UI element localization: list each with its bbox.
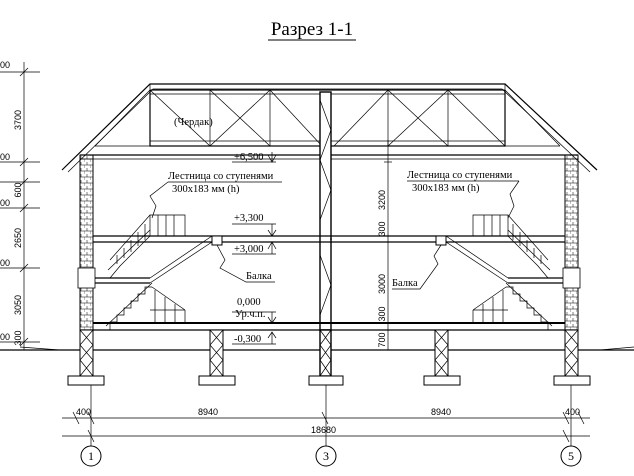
axis-lines <box>90 385 572 446</box>
level-ground-sub: Ур.ч.п. <box>235 309 266 320</box>
left-dim-3700: 3700 <box>13 110 23 130</box>
axis-label-3: 3 <box>323 449 329 463</box>
axis-marker-1 <box>80 445 102 467</box>
left-dim-300: 300 <box>13 330 23 345</box>
attic-label: (Чердак) <box>174 117 213 128</box>
left-mark-5: 00 <box>0 332 10 342</box>
left-mark-3: 00 <box>0 198 10 208</box>
center-dim-300a: 300 <box>377 221 387 236</box>
axis-label-1: 1 <box>88 449 94 463</box>
attic-truss <box>94 89 561 147</box>
right-stair <box>445 214 563 330</box>
dim-total: 18680 <box>311 425 336 435</box>
stair-left-label-1: Лестница со ступенями <box>168 171 274 182</box>
axis-marker-3 <box>315 445 337 467</box>
foundations <box>0 329 634 386</box>
second-floor-slab <box>93 235 565 243</box>
stair-right-label-1: Лестница со ступенями <box>407 170 513 181</box>
left-dim-600: 600 <box>13 182 23 197</box>
level-floor2-top: +3,300 <box>234 213 264 224</box>
beam-left <box>211 235 223 246</box>
left-wall <box>77 154 96 331</box>
stair-left-leader <box>149 181 169 219</box>
left-dimension-chain <box>0 62 40 350</box>
level-outside: -0,300 <box>234 334 261 345</box>
beam-right-label: Балка <box>392 278 418 289</box>
dim-span-right: 8940 <box>431 407 451 417</box>
center-column <box>319 91 332 331</box>
axis-marker-5 <box>560 445 582 467</box>
level-marks <box>232 152 277 345</box>
center-dimension-chain <box>384 140 392 351</box>
dim-span-left: 8940 <box>198 407 218 417</box>
beam-right <box>435 235 447 246</box>
left-dim-3050: 3050 <box>13 295 23 315</box>
left-mark-4: 00 <box>0 258 10 268</box>
center-dim-700: 700 <box>377 332 387 347</box>
dim-wall-right: 400 <box>565 407 580 417</box>
level-roof: +6,500 <box>234 152 264 163</box>
stair-right-label-2: 300x183 мм (h) <box>412 183 480 194</box>
level-ground: 0,000 <box>237 297 261 308</box>
left-mark-1: 00 <box>0 60 10 70</box>
axis-label-5: 5 <box>568 449 574 463</box>
dim-wall-left: 400 <box>76 407 91 417</box>
left-stair <box>95 214 213 330</box>
center-dim-3200: 3200 <box>377 190 387 210</box>
left-dim-2650: 2650 <box>13 228 23 248</box>
stair-left-label-2: 300x183 мм (h) <box>172 184 240 195</box>
drawing-title: Разрез 1-1 <box>271 19 353 40</box>
left-mark-2: 00 <box>0 152 10 162</box>
beam-left-label: Балка <box>246 271 272 282</box>
stair-right-leader <box>507 180 520 219</box>
center-dim-300b: 300 <box>377 306 387 321</box>
right-wall <box>562 154 581 331</box>
center-dim-3000: 3000 <box>377 274 387 294</box>
level-floor2: +3,000 <box>234 244 264 255</box>
